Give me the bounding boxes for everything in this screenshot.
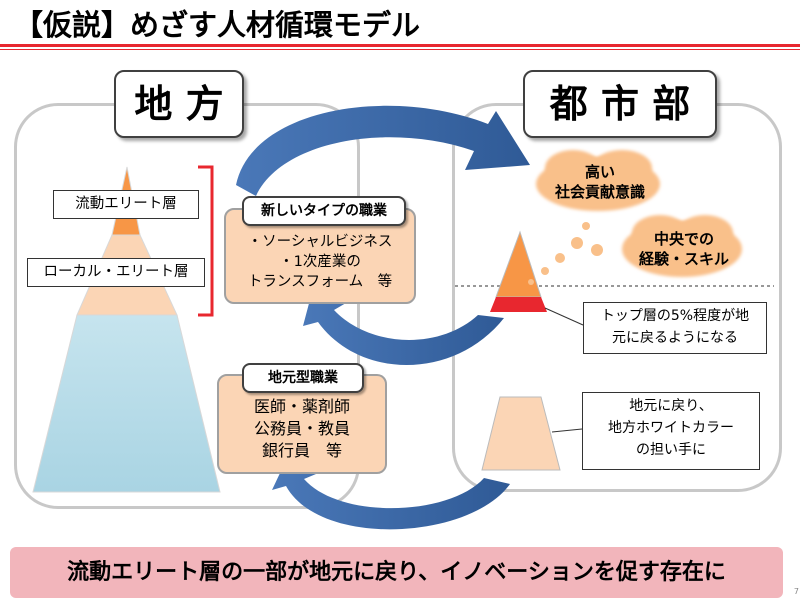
arrow-to-urban — [236, 105, 530, 196]
title-rule — [0, 44, 800, 47]
callout-line: 元に戻るようになる — [612, 330, 738, 346]
conclusion-banner: 流動エリート層の一部が地元に戻り、イノベーションを促す存在に — [10, 547, 783, 598]
cloud-awareness — [536, 150, 660, 211]
new-jobs-line: トランスフォーム 等 — [247, 274, 393, 290]
callout-line: の担い手に — [636, 442, 706, 458]
callout-top-return: トップ層の5%程度が地 元に戻るようになる — [583, 302, 767, 354]
title-rule-thin — [0, 49, 800, 50]
region-label-urban: 都 市 部 — [523, 70, 717, 138]
cloud-awareness-text: 高い 社会貢献意識 — [548, 162, 652, 202]
label-local-elite: ローカル・エリート層 — [27, 258, 205, 287]
cloud-experience-text: 中央での 経験・スキル — [632, 229, 736, 269]
returned-layer-trapezoid — [481, 396, 561, 471]
arrow-return-top — [303, 292, 504, 366]
callout-pointer-bottom — [551, 428, 583, 433]
callout-line: トップ層の5%程度が地 — [600, 308, 750, 324]
elite-bracket — [198, 165, 214, 317]
new-jobs-heading: 新しいタイプの職業 — [242, 196, 406, 226]
callout-pointer-top — [544, 307, 584, 326]
arrow-return-bottom — [272, 454, 510, 530]
local-jobs-line: 医師・薬剤師 — [253, 397, 350, 416]
callout-line: 地方ホワイトカラー — [608, 420, 734, 436]
label-mobile-elite: 流動エリート層 — [53, 190, 199, 219]
callout-white-collar: 地元に戻り、 地方ホワイトカラー の担い手に — [582, 392, 760, 470]
page-title: 【仮説】めざす人材循環モデル — [14, 8, 421, 42]
new-jobs-line: ・ソーシャルビジネス — [247, 234, 393, 250]
local-jobs-heading: 地元型職業 — [242, 363, 364, 393]
cloud-experience-line: 経験・スキル — [638, 250, 729, 268]
thought-dots — [528, 222, 603, 285]
new-jobs-line: ・1次産業の — [279, 254, 361, 270]
cloud-experience-line: 中央での — [653, 230, 714, 248]
cloud-awareness-line: 社会貢献意識 — [554, 183, 645, 201]
local-jobs-line: 公務員・教員 — [253, 419, 350, 438]
region-label-local: 地 方 — [114, 70, 244, 138]
page-number: 7 — [793, 587, 799, 596]
callout-line: 地元に戻り、 — [629, 398, 713, 414]
cloud-experience — [622, 215, 742, 277]
local-jobs-line: 銀行員 等 — [261, 441, 342, 460]
cloud-awareness-line: 高い — [584, 163, 615, 181]
urban-pyramid — [490, 230, 547, 312]
pyramid-tier-base — [32, 314, 221, 493]
